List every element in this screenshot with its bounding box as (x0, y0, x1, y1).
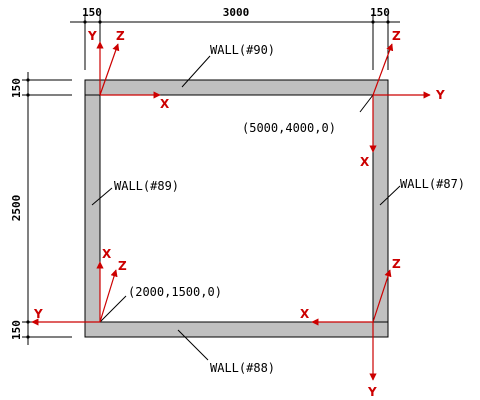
wall-90-label: WALL(#90) (210, 43, 275, 57)
axis-x-label-top-right: X (360, 155, 370, 169)
axis-x-label-bottom-left: X (102, 247, 112, 261)
wall-88-label: WALL(#88) (210, 361, 275, 375)
coord-label-2: (2000,1500,0) (128, 285, 222, 299)
wall-87-shape (372, 94, 389, 323)
axis-y-label-bottom-left: Y (33, 307, 43, 321)
axis-z-label-bottom-right: Z (392, 257, 401, 271)
axis-x-label-top-left: X (160, 97, 170, 111)
wall-90-shape (84, 79, 389, 96)
axis-y-label-top-right: Y (435, 88, 445, 102)
coord-label-1: (5000,4000,0) (242, 121, 336, 135)
walls (84, 79, 389, 338)
top-dimension-line: 150 3000 150 (70, 6, 400, 70)
top-dim-label-1: 150 (82, 6, 102, 19)
axes-bottom-right (311, 269, 392, 381)
axes-top-right (369, 43, 431, 153)
coordinate-labels: (5000,4000,0) (2000,1500,0) (99, 94, 374, 323)
axis-y-label-bottom-right: Y (367, 385, 377, 399)
axes-bottom-left (31, 261, 118, 326)
wall-labels: WALL(#90) WALL(#89) WALL(#87) WALL(#88) (91, 43, 465, 375)
wall-89-label: WALL(#89) (114, 179, 179, 193)
axis-x-label-bottom-right: X (300, 307, 310, 321)
axis-z-label-top-right: Z (392, 29, 401, 43)
left-dim-label-1: 150 (10, 78, 23, 98)
axis-z-label-bottom-left: Z (118, 259, 127, 273)
top-dim-label-3: 150 (370, 6, 390, 19)
left-dimension-line: 150 2500 150 (10, 72, 72, 345)
wall-88-shape (84, 321, 389, 338)
left-dim-label-3: 150 (10, 320, 23, 340)
wall-89-shape (84, 94, 101, 323)
left-dim-label-2: 2500 (10, 195, 23, 222)
axes-top-left (96, 41, 161, 99)
top-dim-label-2: 3000 (223, 6, 250, 19)
axis-z-label-top-left: Z (116, 29, 125, 43)
axis-y-label-top-left: Y (87, 29, 97, 43)
wall-87-label: WALL(#87) (400, 177, 465, 191)
